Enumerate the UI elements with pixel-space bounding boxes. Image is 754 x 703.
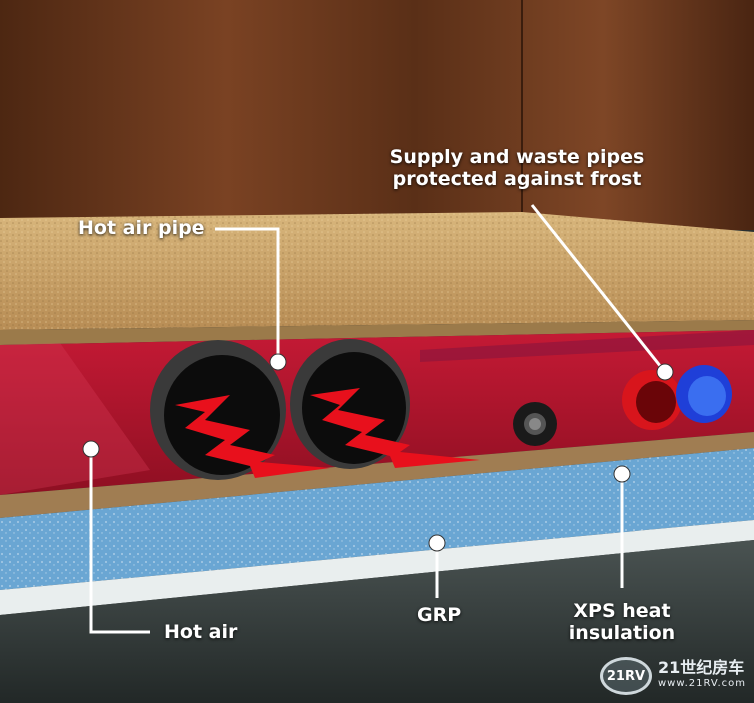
watermark-brand: 21世纪房车 — [657, 658, 745, 677]
dot-supply-pipes — [656, 363, 674, 381]
dot-hot-air-pipe — [269, 353, 287, 371]
channel-side-highlight — [0, 343, 150, 495]
watermark-url: www.21RV.com — [657, 678, 746, 689]
carpet-texture — [0, 212, 754, 330]
carpet-edge — [0, 320, 754, 345]
supply-pipe-red — [622, 370, 682, 430]
dot-grp — [428, 534, 446, 552]
floor-base — [0, 540, 754, 703]
label-supply-waste-pipes: Supply and waste pipes protected against… — [372, 146, 662, 190]
hot-air-arrow-left — [175, 395, 330, 478]
channel-back-conduit — [420, 330, 754, 362]
dot-hot-air — [82, 440, 100, 458]
label-grp: GRP — [417, 604, 462, 626]
hot-air-pipe-right — [290, 339, 410, 469]
wood-wall — [0, 0, 754, 230]
leader-hot-air-pipe — [215, 227, 280, 362]
electrical-cable — [513, 402, 557, 446]
waste-pipe-blue — [676, 365, 732, 423]
label-xps-line2: insulation — [568, 622, 676, 644]
watermark-text: 21世纪房车 www.21RV.com — [658, 660, 746, 692]
hot-air-arrow-right — [310, 388, 480, 468]
label-hot-air: Hot air — [164, 621, 238, 643]
label-hot-air-pipe: Hot air pipe — [78, 217, 205, 239]
dot-xps — [613, 465, 631, 483]
label-supply-line2: protected against frost — [392, 168, 642, 190]
grp-layer — [0, 520, 754, 615]
label-xps-line1: XPS heat — [573, 600, 671, 622]
xps-texture — [0, 448, 754, 590]
label-xps-insulation: XPS heat insulation — [560, 600, 684, 644]
watermark-logo: 21RV — [599, 657, 652, 695]
leader-lines — [89, 204, 667, 634]
hot-air-pipe-left — [150, 340, 286, 480]
watermark: 21RV 21世纪房车 www.21RV.com — [599, 657, 746, 695]
leader-dots — [82, 353, 674, 552]
leader-hot-air — [89, 449, 150, 634]
base-plate — [0, 432, 754, 518]
leader-supply-pipes — [530, 204, 667, 373]
label-supply-line1: Supply and waste pipes — [389, 146, 645, 168]
